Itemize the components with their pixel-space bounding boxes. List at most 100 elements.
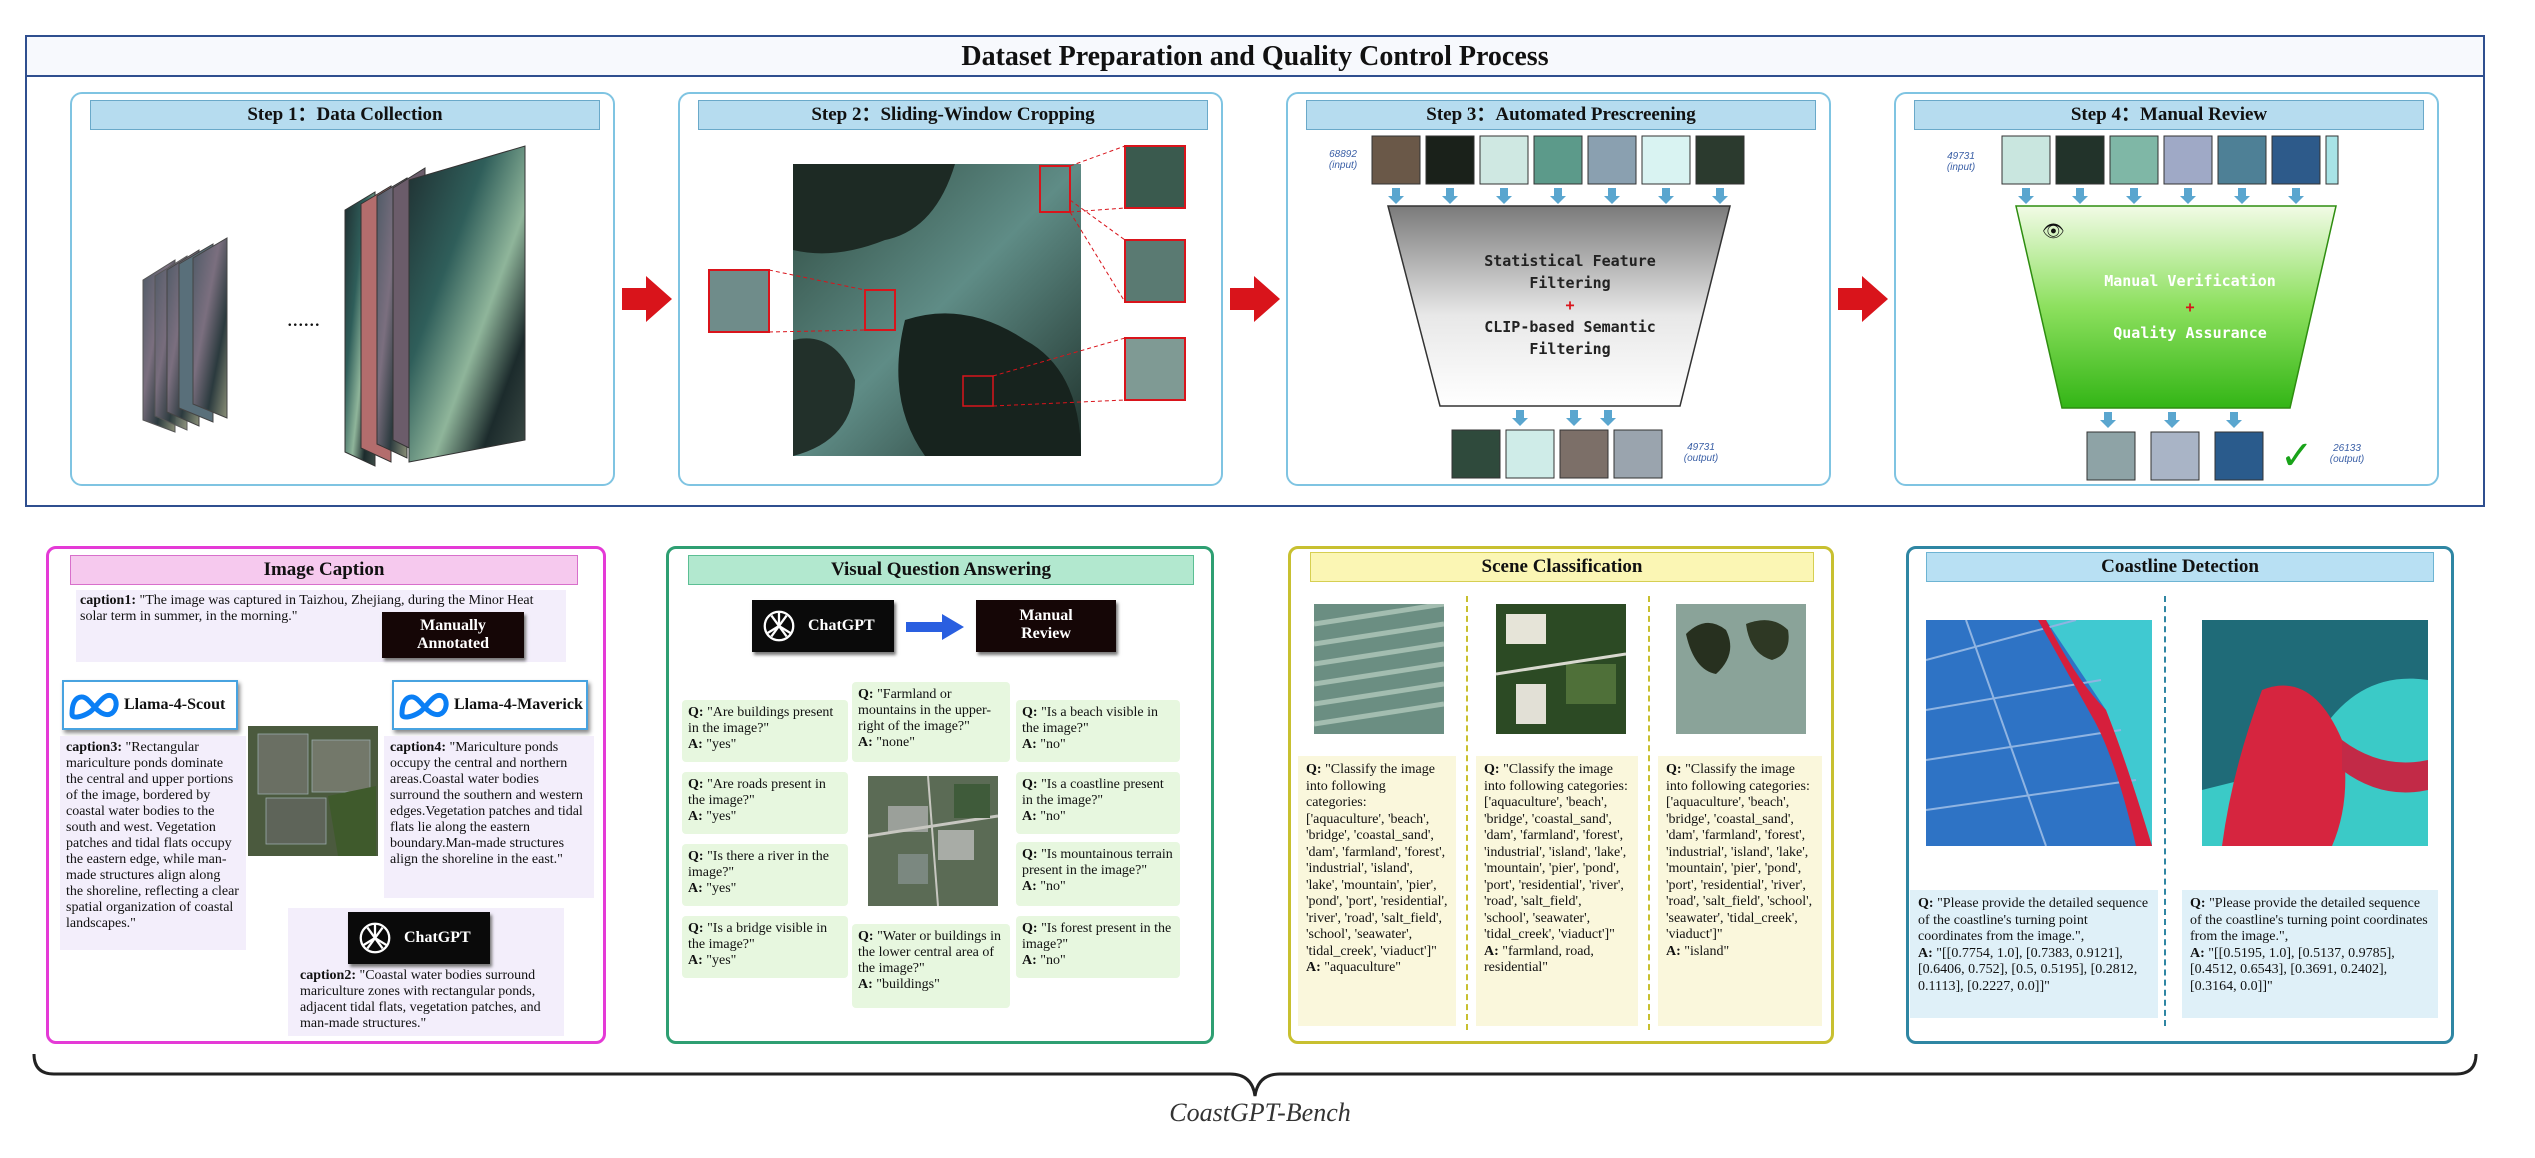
scene-qa-2: Q: "Classify the image into following ca… xyxy=(1476,756,1638,1026)
question-text: "Are roads present in the image?" xyxy=(688,777,826,808)
manual-review-badge: Manual Review xyxy=(976,600,1116,652)
question-text: "Is a beach visible in the image?" xyxy=(1022,705,1158,736)
step3-output-count: 49731 xyxy=(1687,442,1715,453)
coast-image-1 xyxy=(1926,620,2152,846)
vqa-sample-image xyxy=(868,776,998,906)
manual-review-funnel xyxy=(2001,135,2339,428)
question-text: "Classify the image into following categ… xyxy=(1484,762,1628,942)
caption-sample-image xyxy=(248,726,378,856)
scene-divider xyxy=(1466,596,1468,1030)
q-prefix: Q: xyxy=(688,777,704,792)
answer-text: "[[0.5195, 1.0], [0.5137, 0.9785], [0.45… xyxy=(2190,945,2395,994)
a-prefix: A: xyxy=(1022,809,1037,824)
question-text: "Are buildings present in the image?" xyxy=(688,705,834,736)
prescreening-funnel xyxy=(1371,135,1745,479)
caption2-text: "Coastal water bodies surround maricultu… xyxy=(300,968,541,1031)
caption-chatgpt-label: ChatGPT xyxy=(404,929,471,946)
red-arrow-1 xyxy=(622,276,672,322)
title-bar xyxy=(27,37,2483,77)
scene-farmland-image xyxy=(1496,604,1626,734)
vqa-left-qa: Q: "Are roads present in the image?"A: "… xyxy=(682,772,848,834)
vqa-header: Visual Question Answering xyxy=(688,555,1194,585)
scene-aquaculture-image xyxy=(1314,604,1444,734)
answer-text: "yes" xyxy=(706,953,737,968)
check-icon: ✓ xyxy=(2280,433,2314,479)
red-arrow-2 xyxy=(1230,276,1280,322)
q-prefix: Q: xyxy=(1484,762,1500,777)
question-text: "Is mountainous terrain present in the i… xyxy=(1022,847,1173,878)
q-prefix: Q: xyxy=(858,929,874,944)
bench-brace xyxy=(32,1053,2478,1097)
red-arrow-3 xyxy=(1838,276,1888,322)
vqa-right-qa: Q: "Is a coastline present in the image?… xyxy=(1016,772,1180,834)
funnel4-line-2: Quality Assurance xyxy=(2113,324,2267,342)
coast-image-2 xyxy=(2202,620,2428,846)
scene-divider xyxy=(1648,596,1650,1030)
manually-annotated-badge: Manually Annotated xyxy=(382,612,524,658)
data-collection-stack-image: ...... xyxy=(142,145,526,467)
answer-text: "yes" xyxy=(706,881,737,896)
q-prefix: Q: xyxy=(688,849,704,864)
caption2-label: caption2: xyxy=(300,968,356,983)
chatgpt-badge-vqa: ChatGPT xyxy=(752,600,894,652)
manual-line-2: Annotated xyxy=(416,635,489,652)
manual-review-funnel-text: Manual Verification + Quality Assurance xyxy=(2040,268,2340,346)
scout-label: Llama-4-Scout xyxy=(124,696,226,713)
vqa-chatgpt-label: ChatGPT xyxy=(808,617,875,634)
openai-logo-icon xyxy=(763,610,795,642)
step3-input-tag: (input) xyxy=(1328,160,1358,171)
funnel-line-3: CLIP-based Semantic xyxy=(1484,318,1656,336)
step3-output-tag: (output) xyxy=(1683,453,1719,464)
caption2-block: caption2: "Coastal water bodies surround… xyxy=(296,968,560,1032)
question-text: "Is a coastline present in the image?" xyxy=(1022,777,1164,808)
maverick-label: Llama-4-Maverick xyxy=(454,696,583,713)
a-prefix: A: xyxy=(1666,943,1681,959)
meta-logo-icon xyxy=(69,692,119,720)
step2-header: Step 2：Sliding-Window Cropping xyxy=(698,100,1208,130)
funnel-plus: + xyxy=(1565,296,1575,314)
page-title: Dataset Preparation and Quality Control … xyxy=(961,41,1549,72)
caption3-label: caption3: xyxy=(66,740,122,755)
caption4-label: caption4: xyxy=(390,740,446,755)
funnel4-plus: + xyxy=(2185,298,2195,316)
scene-header: Scene Classification xyxy=(1310,552,1814,582)
question-text: "Is forest present in the image?" xyxy=(1022,921,1172,952)
q-prefix: Q: xyxy=(1306,762,1322,777)
a-prefix: A: xyxy=(688,737,703,752)
question-text: "Classify the image into following categ… xyxy=(1666,762,1813,942)
answer-text: "buildings" xyxy=(876,977,940,992)
question-text: "Is there a river in the image?" xyxy=(688,849,830,880)
step4-header: Step 4：Manual Review xyxy=(1914,100,2424,130)
funnel-line-2: Filtering xyxy=(1529,274,1611,292)
a-prefix: A: xyxy=(688,953,703,968)
a-prefix: A: xyxy=(1484,943,1499,959)
coast-header: Coastline Detection xyxy=(1926,552,2434,582)
prescreening-funnel-text: Statistical Feature Filtering + CLIP-bas… xyxy=(1420,250,1720,360)
scene-qa-3: Q: "Classify the image into following ca… xyxy=(1658,756,1822,1026)
answer-text: "none" xyxy=(876,735,915,750)
funnel-line-4: Filtering xyxy=(1529,340,1611,358)
llama-scout-badge: Llama-4-Scout xyxy=(62,680,238,730)
question-text: "Farmland or mountains in the upper-righ… xyxy=(858,687,992,734)
a-prefix: A: xyxy=(858,735,873,750)
scene-qa-1: Q: "Classify the image into following ca… xyxy=(1298,756,1456,1026)
answer-text: "no" xyxy=(1040,809,1066,824)
answer-text: "yes" xyxy=(706,737,737,752)
q-prefix: Q: xyxy=(688,705,704,720)
funnel-line-1: Statistical Feature xyxy=(1484,252,1656,270)
a-prefix: A: xyxy=(858,977,873,992)
q-prefix: Q: xyxy=(2190,896,2206,911)
vqa-right-qa: Q: "Is forest present in the image?"A: "… xyxy=(1016,916,1180,978)
step1-header: Step 1：Data Collection xyxy=(90,100,600,130)
caption3-block: caption3: "Rectangular mariculture ponds… xyxy=(60,736,246,950)
caption1-text: "The image was captured in Taizhou, Zhej… xyxy=(80,593,534,624)
manual-line-1: Manually xyxy=(420,617,486,634)
question-text: "Classify the image into following categ… xyxy=(1306,762,1448,959)
a-prefix: A: xyxy=(1918,945,1933,961)
answer-text: "no" xyxy=(1040,879,1066,894)
vqa-left-qa: Q: "Are buildings present in the image?"… xyxy=(682,700,848,762)
eye-icon: 👁 xyxy=(2042,221,2065,241)
vqa-left-qa: Q: "Is there a river in the image?"A: "y… xyxy=(682,844,848,906)
chatgpt-badge-caption: ChatGPT xyxy=(348,912,490,964)
step3-header: Step 3：Automated Prescreening xyxy=(1306,100,1816,130)
